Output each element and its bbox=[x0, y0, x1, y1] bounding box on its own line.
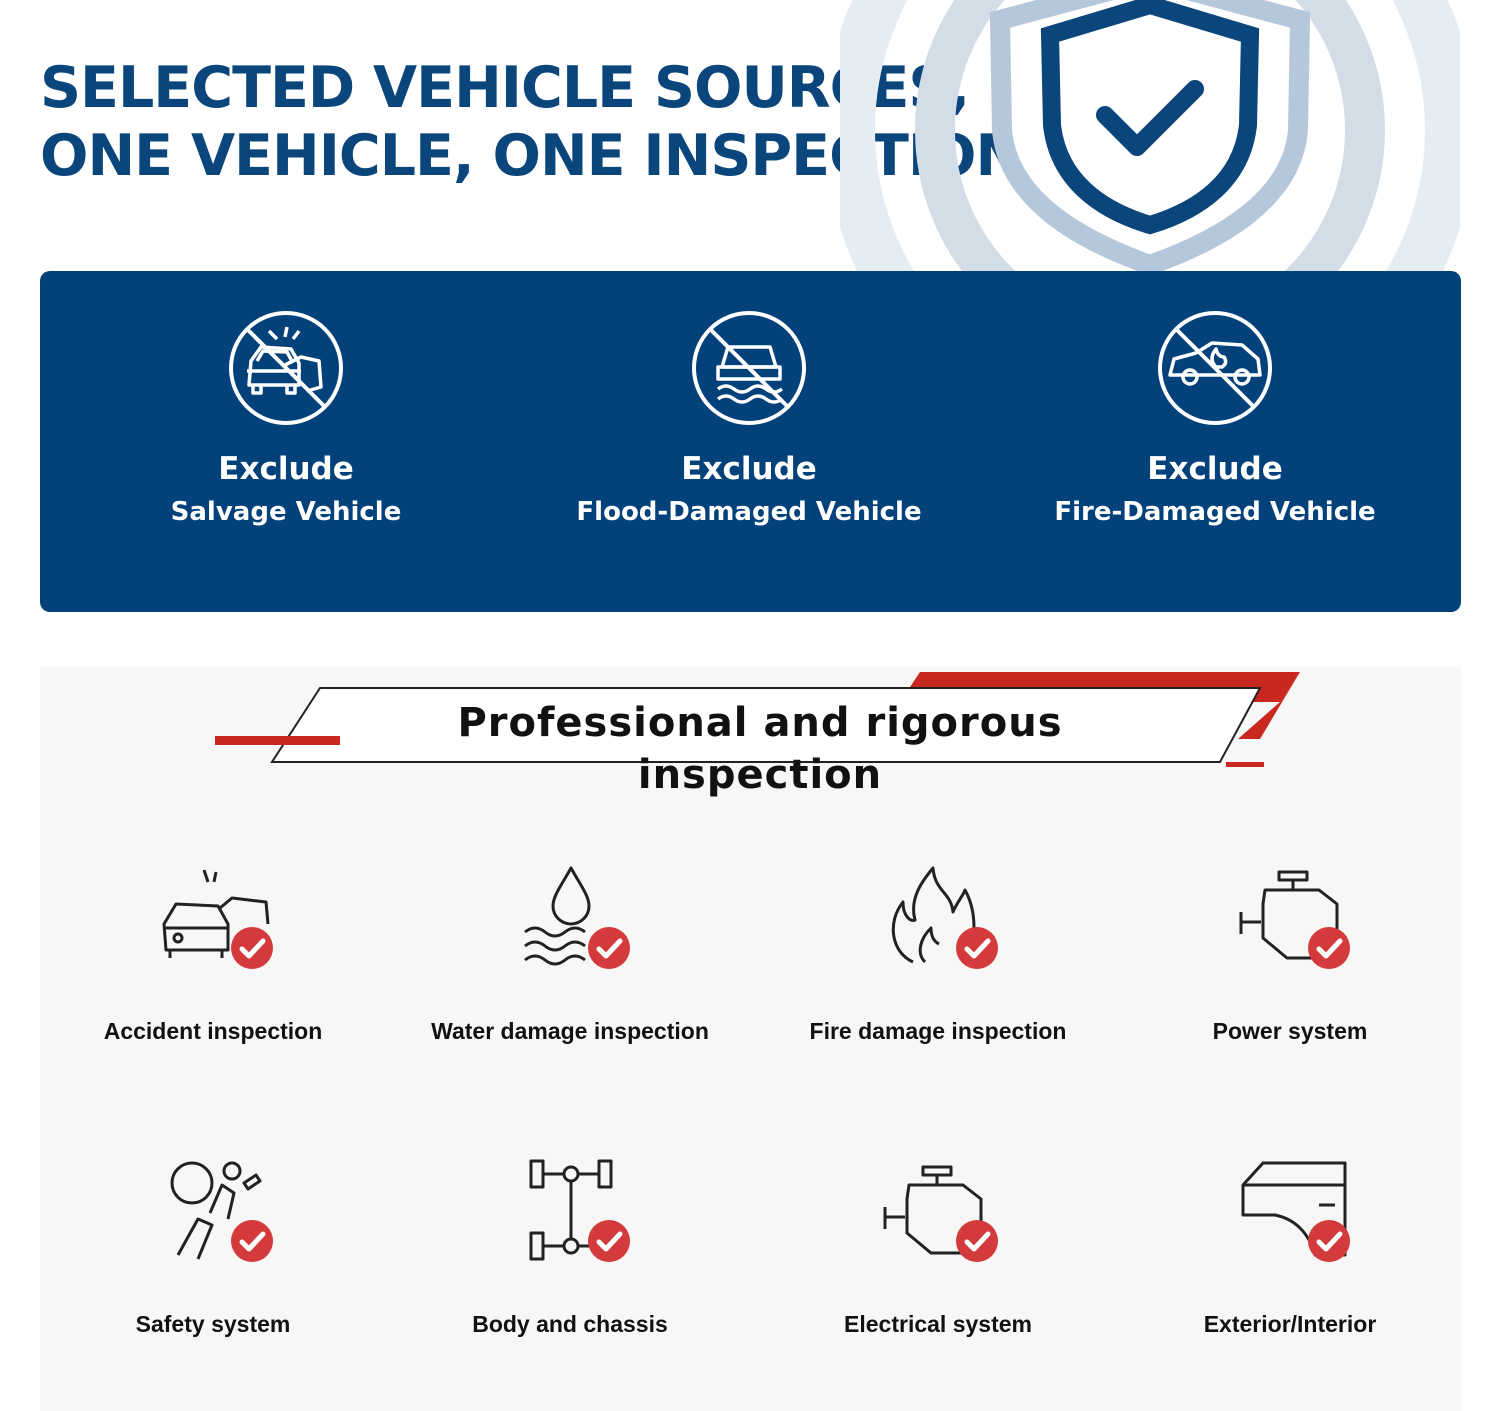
exclusion-flood: Exclude Flood-Damaged Vehicle bbox=[514, 271, 984, 529]
inspection-title: Professional and rigorous inspection bbox=[457, 700, 1063, 798]
inspection-label: Power system bbox=[1212, 1018, 1368, 1044]
inspection-item: Water damage inspection bbox=[405, 862, 735, 1045]
flame-check-icon bbox=[891, 866, 1003, 972]
inspection-label: Water damage inspection bbox=[431, 1018, 709, 1044]
shield-check-icon bbox=[840, 0, 1460, 271]
inspection-item: Power system bbox=[1125, 862, 1455, 1045]
exclusion-heading: Exclude bbox=[218, 451, 354, 487]
inspection-label: Exterior/Interior bbox=[1203, 1311, 1377, 1337]
hero-title-line-1: SELECTED VEHICLE SOURCES, bbox=[40, 55, 970, 121]
inspection-label: Safety system bbox=[135, 1311, 291, 1337]
car-accident-check-icon bbox=[162, 869, 278, 972]
no-flood-car-icon bbox=[692, 311, 806, 425]
exclusion-label: Fire-Damaged Vehicle bbox=[1054, 497, 1376, 527]
chassis-check-icon bbox=[529, 1159, 635, 1265]
inspection-item: Safety system bbox=[48, 1155, 378, 1338]
no-salvage-car-icon bbox=[229, 311, 343, 425]
inspection-item: Fire damage inspection bbox=[773, 862, 1103, 1045]
exclusion-heading: Exclude bbox=[681, 451, 817, 487]
inspection-item: Exterior/Interior bbox=[1125, 1155, 1455, 1338]
inspection-item: Body and chassis bbox=[405, 1155, 735, 1338]
inspection-label: Accident inspection bbox=[103, 1018, 323, 1044]
water-drop-check-icon bbox=[524, 866, 635, 972]
exclusion-label: Flood-Damaged Vehicle bbox=[576, 497, 922, 527]
no-fire-car-icon bbox=[1158, 311, 1272, 425]
inspection-label: Electrical system bbox=[844, 1311, 1032, 1337]
exclusion-heading: Exclude bbox=[1147, 451, 1283, 487]
exclusion-panel: Exclude Salvage Vehicle Exclude Flood-Da… bbox=[40, 271, 1461, 612]
inspection-section: Professional and rigorous inspection Acc… bbox=[40, 667, 1461, 1411]
banner-decoration bbox=[215, 672, 1300, 767]
engine-electrical-check-icon bbox=[883, 1165, 1003, 1265]
exclusion-salvage: Exclude Salvage Vehicle bbox=[51, 271, 521, 529]
inspection-item: Electrical system bbox=[773, 1155, 1103, 1338]
inspection-label: Fire damage inspection bbox=[809, 1018, 1067, 1044]
inspection-item: Accident inspection bbox=[48, 862, 378, 1045]
exclusion-label: Salvage Vehicle bbox=[170, 497, 402, 527]
airbag-check-icon bbox=[170, 1161, 278, 1265]
inspection-label: Body and chassis bbox=[472, 1311, 668, 1337]
car-door-check-icon bbox=[1241, 1161, 1355, 1265]
exclusion-fire: Exclude Fire-Damaged Vehicle bbox=[980, 271, 1450, 529]
engine-check-icon bbox=[1239, 870, 1355, 972]
